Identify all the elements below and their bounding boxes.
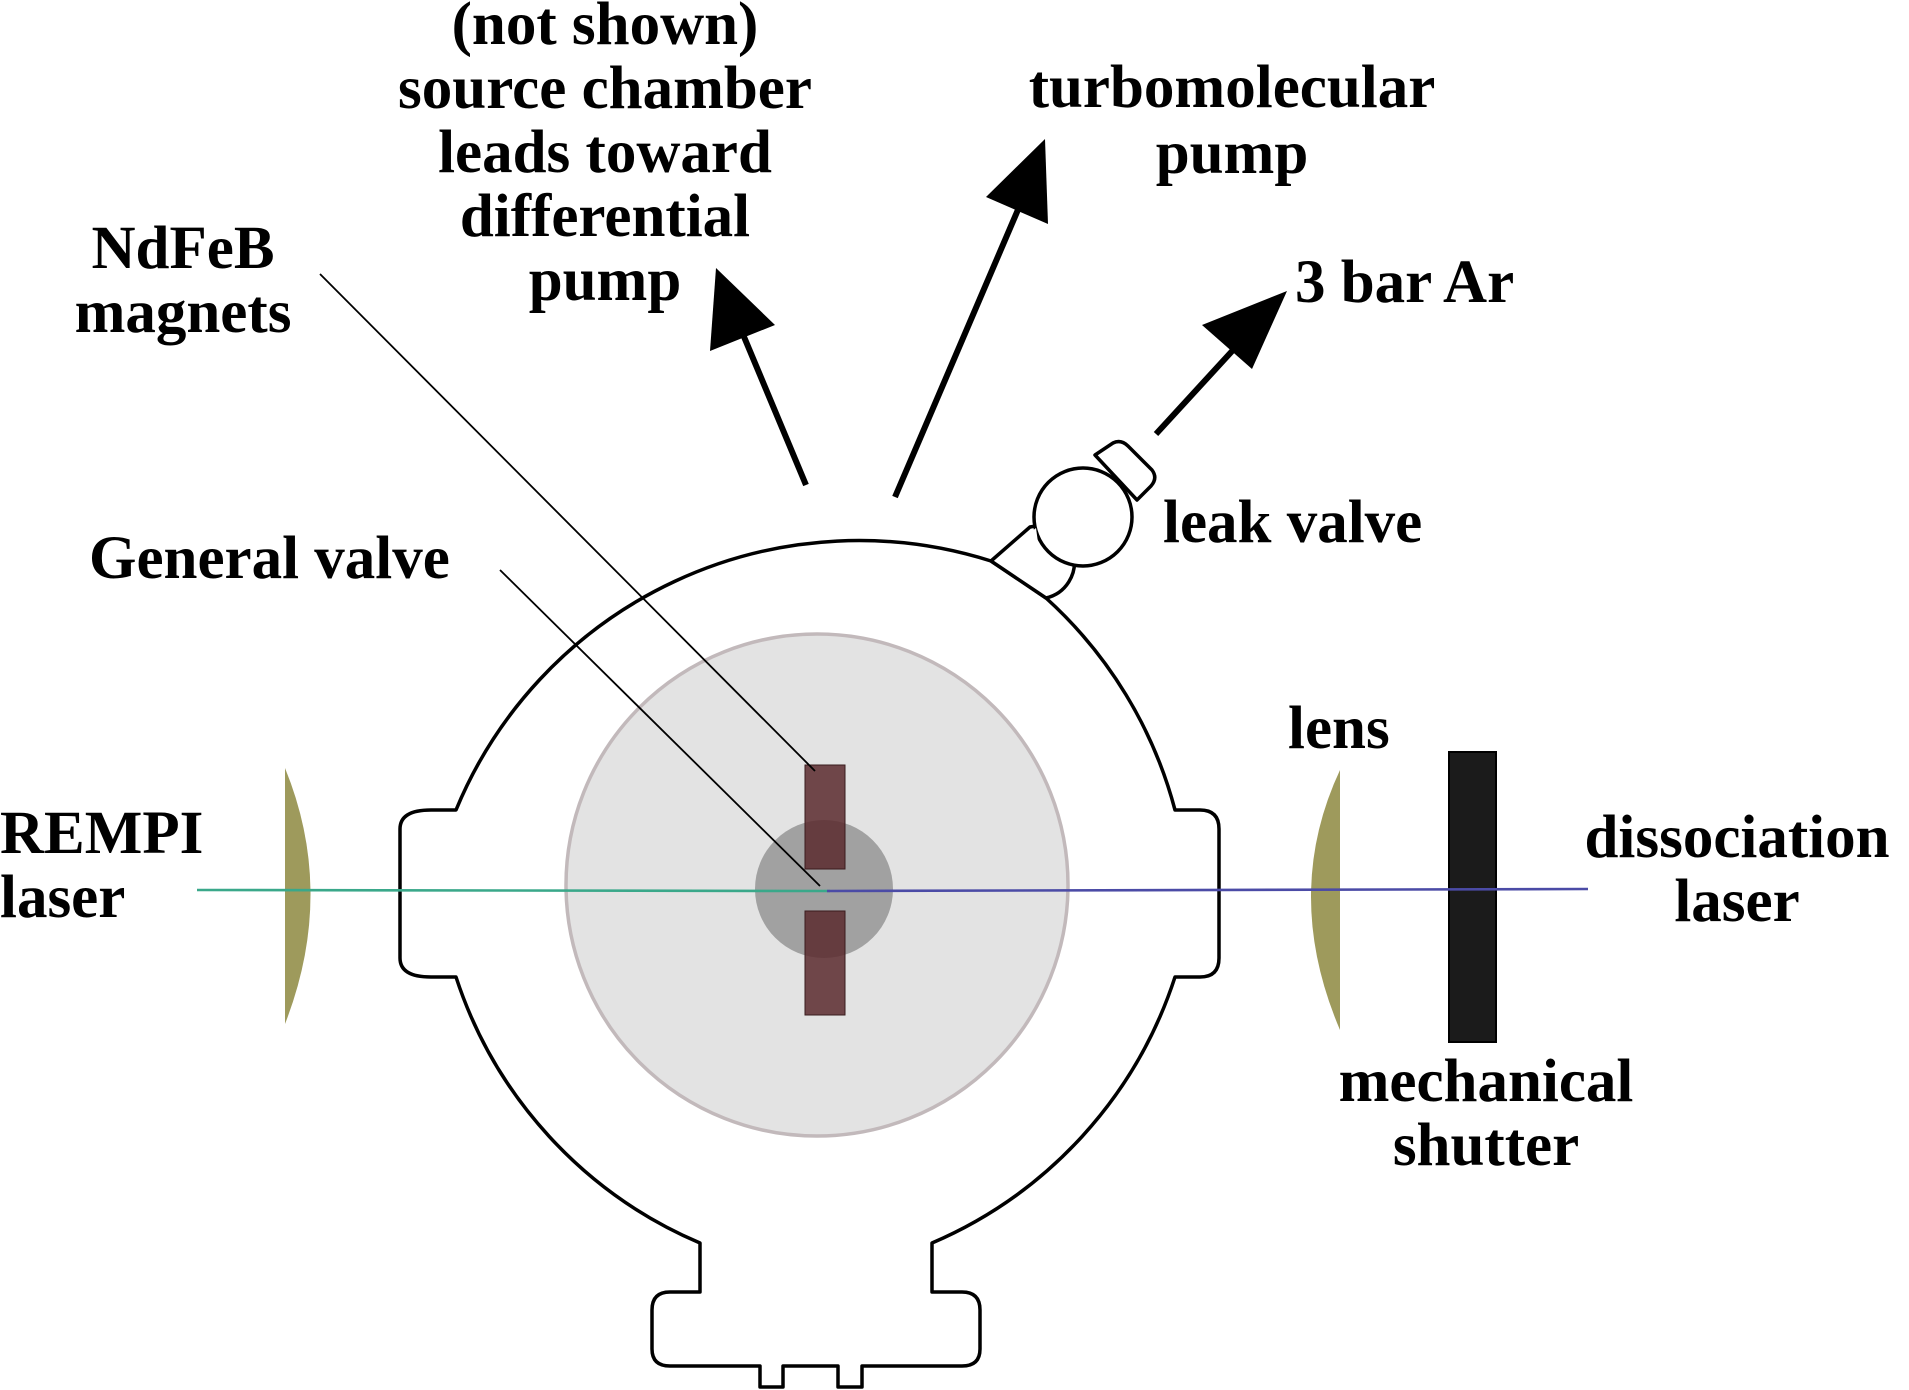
argon-label: 3 bar Ar	[1295, 249, 1514, 316]
magnet-upper	[804, 764, 846, 870]
leak-valve-neck-fill	[1000, 528, 1044, 586]
shutter-label: mechanical shutter	[1339, 1048, 1634, 1179]
shutter-line1: mechanical	[1339, 1048, 1634, 1115]
dissociation-beam	[826, 887, 1589, 893]
magnets-label: NdFeB magnets	[75, 215, 292, 346]
magnets-line2: magnets	[75, 279, 292, 346]
rempi-beam	[196, 888, 831, 893]
turbo-line1: turbomolecular	[1029, 54, 1436, 121]
leak-valve-label: leak valve	[1163, 489, 1422, 556]
turbo-pump-arrow-shaft	[892, 203, 1023, 499]
turbo-line2: pump	[1156, 120, 1309, 187]
dissociation-laser-label: dissociation laser	[1584, 804, 1889, 935]
not-shown-line5: pump	[529, 247, 682, 314]
differential-pump-arrow-shaft	[739, 330, 809, 487]
differential-pump-label: (not shown) source chamber leads toward …	[398, 0, 812, 314]
magnets-line1: NdFeB	[92, 215, 275, 282]
argon-arrow-head	[1202, 291, 1287, 369]
general-valve-disk	[755, 820, 893, 958]
not-shown-line2: source chamber	[398, 55, 812, 122]
rempi-lens	[285, 768, 311, 1024]
turbo-pump-label: turbomolecular pump	[1029, 54, 1436, 187]
dissociation-lens	[1311, 770, 1340, 1030]
general-valve-leader	[499, 569, 821, 887]
magnets-leader	[319, 273, 816, 772]
dissociation-line2: laser	[1674, 868, 1799, 935]
argon-arrow-shaft	[1153, 334, 1248, 437]
magnet-lower	[804, 910, 846, 1016]
not-shown-line4: differential	[460, 183, 750, 250]
rempi-line1: REMPI	[0, 800, 203, 867]
not-shown-line3: leads toward	[438, 119, 772, 186]
lens-label: lens	[1288, 695, 1390, 762]
rempi-line2: laser	[0, 864, 125, 931]
general-valve-label: General valve	[89, 525, 450, 592]
turbo-pump-arrow-head	[986, 139, 1048, 224]
differential-pump-arrow-head	[710, 268, 775, 351]
rempi-laser-label: REMPI laser	[0, 800, 203, 931]
dissociation-line1: dissociation	[1584, 804, 1889, 871]
leak-valve-knob	[1093, 439, 1157, 502]
not-shown-line1: (not shown)	[452, 0, 759, 58]
shutter-line2: shutter	[1393, 1112, 1579, 1179]
mechanical-shutter	[1448, 751, 1497, 1043]
leak-valve-bulb	[1032, 466, 1134, 568]
